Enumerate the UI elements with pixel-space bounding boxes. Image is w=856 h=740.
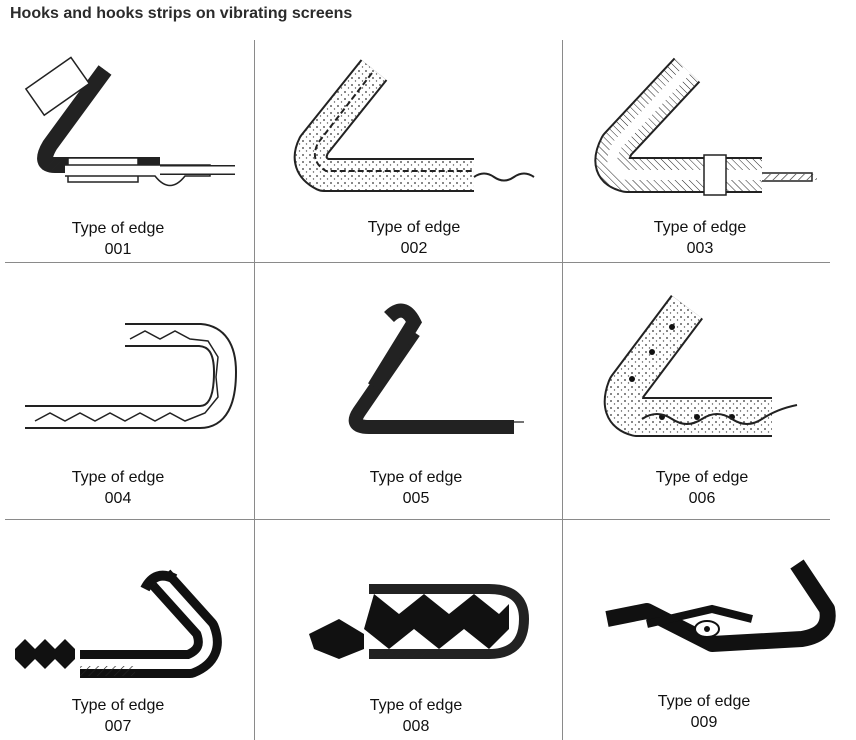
hook-drawing-007 (15, 569, 222, 678)
hook-drawing-002 (293, 59, 535, 192)
grid-divider (254, 40, 255, 740)
edge-type-label: Type of edge 003 (600, 217, 800, 259)
hook-drawing-004 (25, 323, 237, 429)
edge-type-code: 006 (688, 490, 716, 507)
edge-type-text: Type of edge (71, 220, 165, 237)
edge-type-label: Type of edge 002 (314, 217, 514, 259)
edge-type-code: 007 (104, 718, 132, 735)
edge-type-text: Type of edge (657, 693, 751, 710)
hook-drawing-003 (594, 57, 817, 196)
edge-type-label: Type of edge 004 (18, 467, 218, 509)
edge-type-code: 004 (104, 490, 132, 507)
hook-drawing-008 (309, 584, 530, 659)
edge-type-code: 009 (690, 714, 718, 731)
edge-type-text: Type of edge (369, 469, 463, 486)
edge-type-code: 003 (686, 240, 714, 257)
edge-type-text: Type of edge (71, 697, 165, 714)
edge-type-label: Type of edge 007 (18, 695, 218, 737)
edge-type-code: 005 (402, 490, 430, 507)
edge-type-code: 001 (104, 241, 132, 258)
grid-divider (5, 519, 830, 520)
page-title: Hooks and hooks strips on vibrating scre… (10, 5, 353, 22)
edge-type-label: Type of edge 009 (604, 691, 804, 733)
edge-type-label: Type of edge 001 (18, 218, 218, 260)
grid-divider (5, 262, 830, 263)
grid-divider (562, 40, 563, 740)
hook-drawing-001 (24, 56, 235, 187)
edge-type-text: Type of edge (653, 219, 747, 236)
edge-type-code: 008 (402, 718, 430, 735)
edge-type-text: Type of edge (655, 469, 749, 486)
edge-type-label: Type of edge 006 (602, 467, 802, 509)
hook-drawing-006 (603, 295, 798, 437)
edge-type-text: Type of edge (369, 697, 463, 714)
edge-type-label: Type of edge 008 (316, 695, 516, 737)
hook-drawing-009 (605, 559, 836, 652)
edge-type-text: Type of edge (71, 469, 165, 486)
edge-type-label: Type of edge 005 (316, 467, 516, 509)
hook-drawing-005 (348, 303, 524, 434)
edge-type-text: Type of edge (367, 219, 461, 236)
edge-type-code: 002 (400, 240, 428, 257)
